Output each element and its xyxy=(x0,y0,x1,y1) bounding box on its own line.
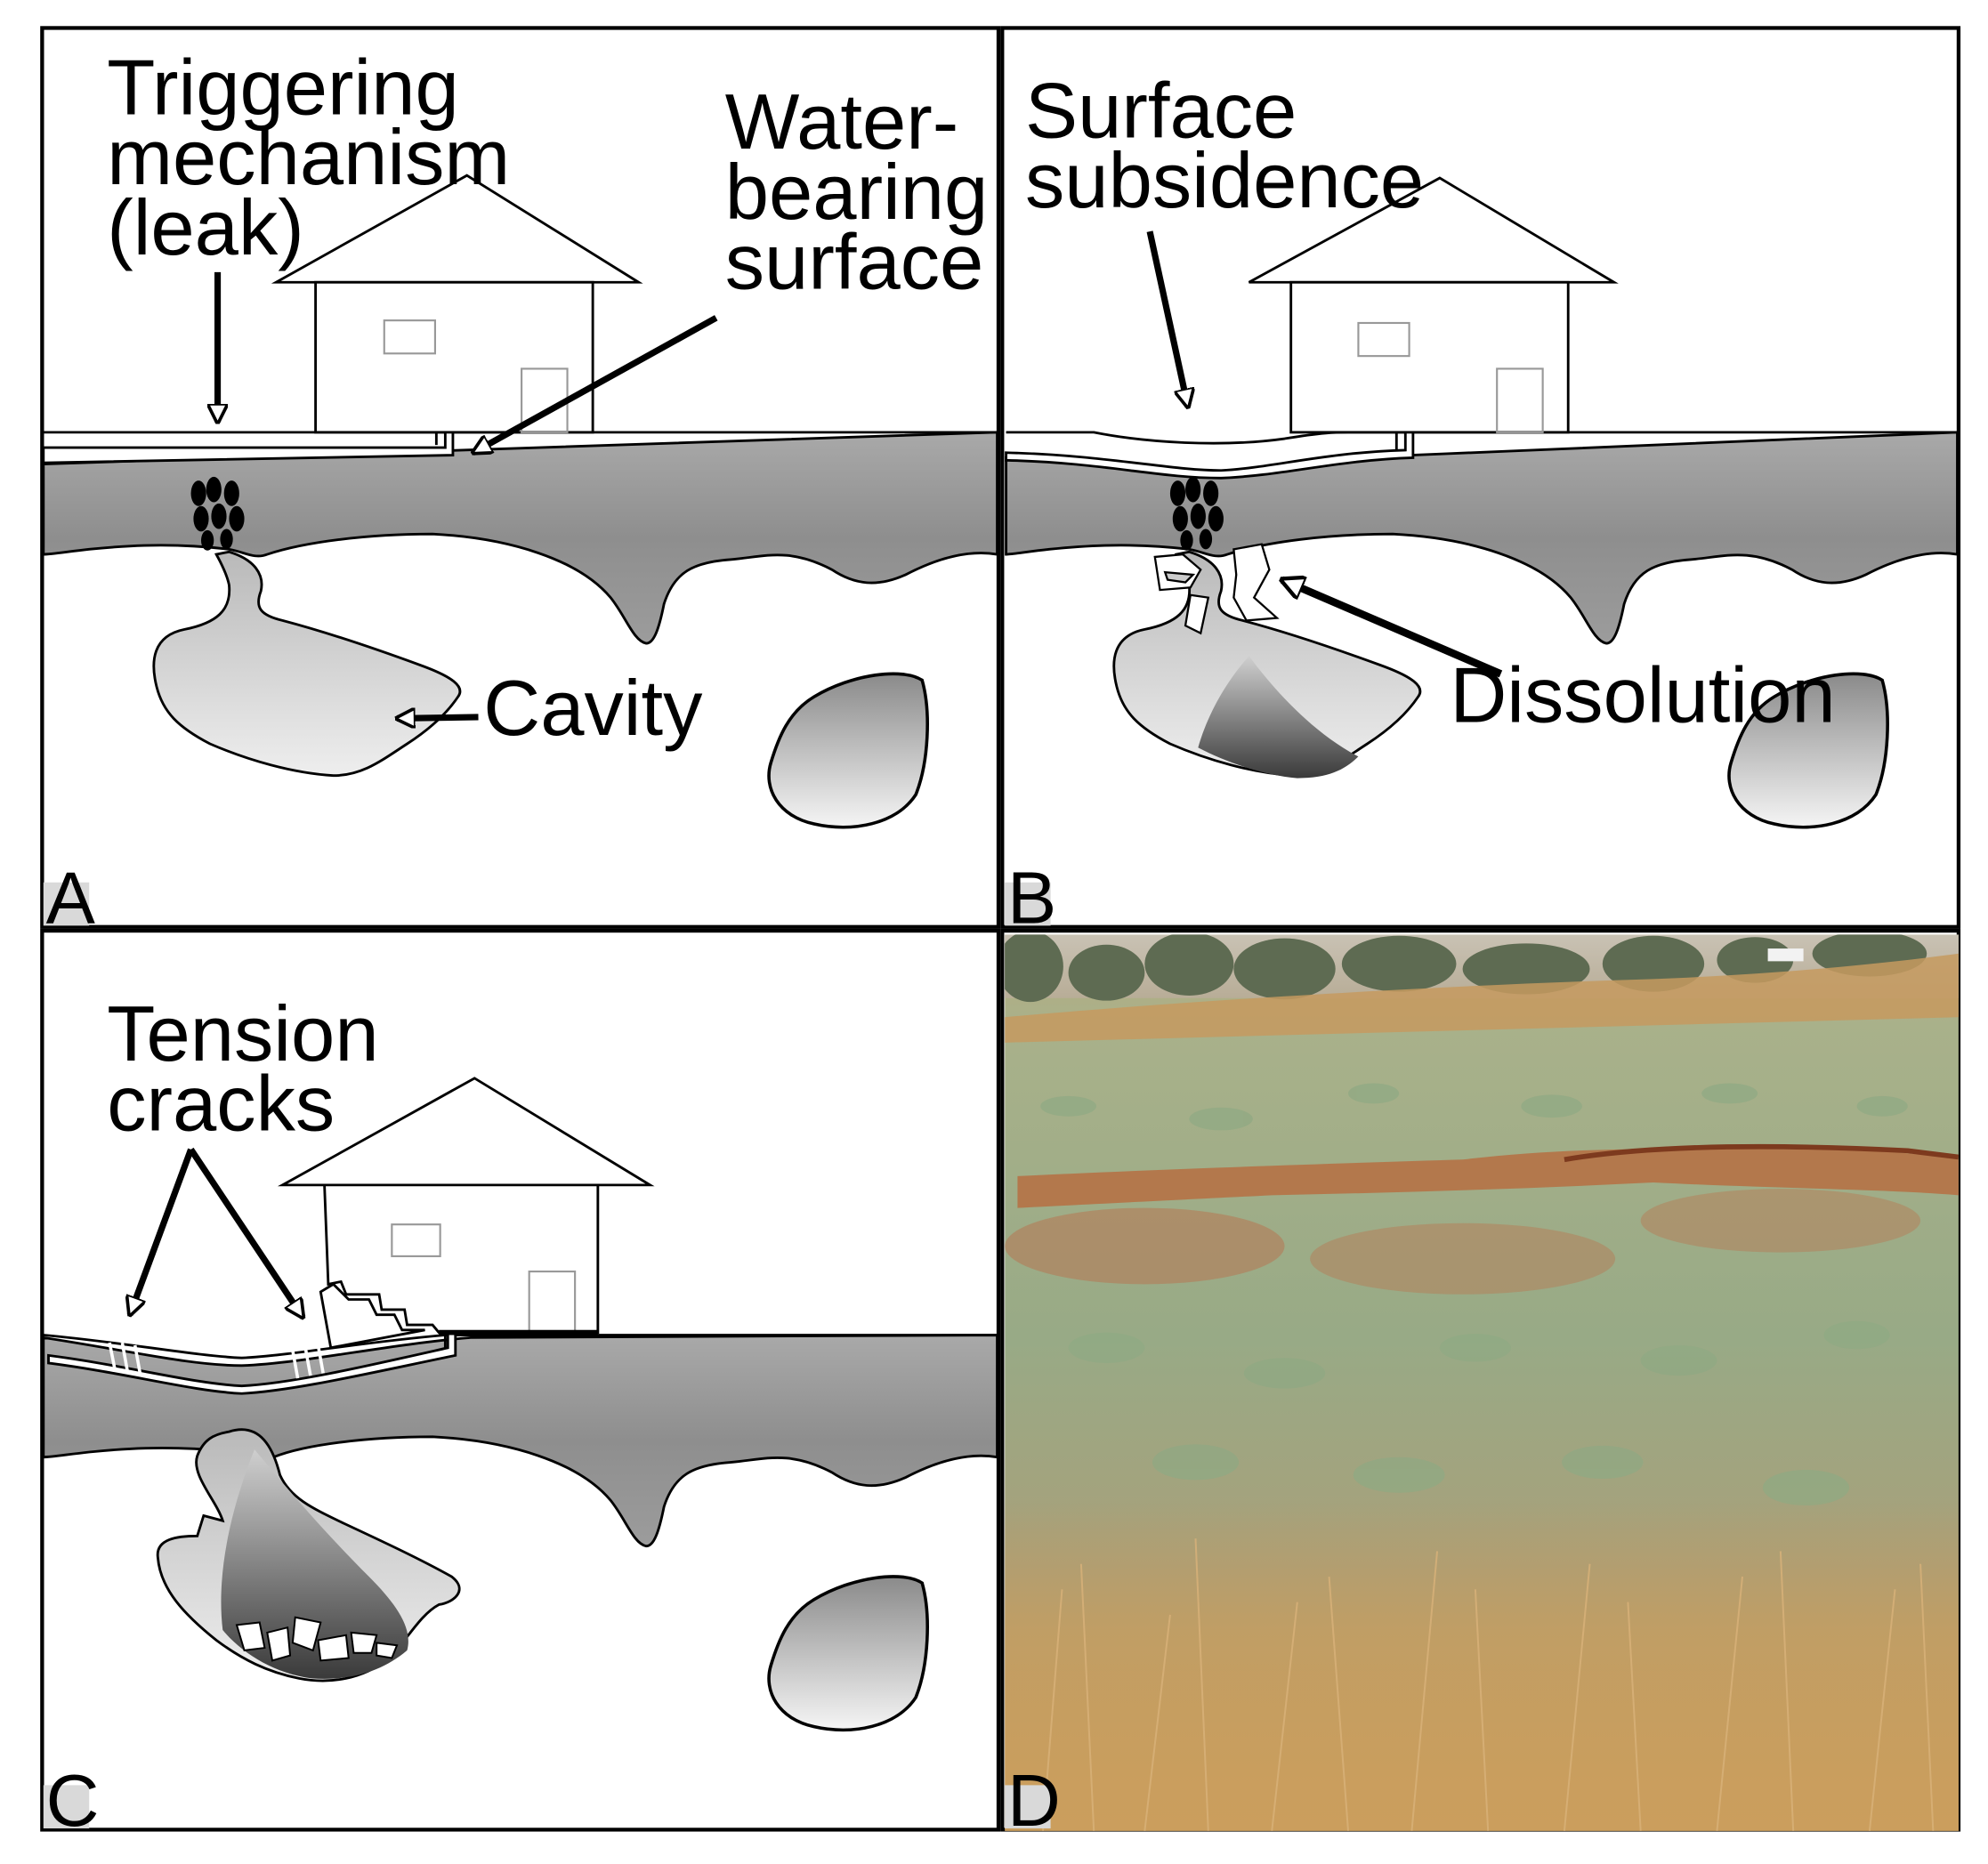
house xyxy=(1248,176,1619,434)
house xyxy=(271,173,643,434)
label-subsidence-line1: Surface xyxy=(1025,66,1297,154)
grass-clumps xyxy=(1040,1083,1908,1506)
panel-d-photo: D xyxy=(1000,928,1961,1842)
tension-crack-marks xyxy=(108,1342,325,1379)
water-drops-icon xyxy=(190,476,245,551)
water-drops-icon xyxy=(1169,476,1224,551)
solution-pocket xyxy=(767,1575,929,1732)
subsidence-arrow xyxy=(1146,230,1188,407)
label-trigger-line1: Triggering xyxy=(107,44,459,132)
label-tension-line2: cracks xyxy=(107,1059,335,1147)
cavity-shape xyxy=(152,550,462,778)
cavity-arrow xyxy=(397,717,479,718)
panel-letter-b: B xyxy=(1007,856,1056,939)
dissolution-fragments xyxy=(1153,543,1280,635)
tension-arrow-left xyxy=(130,1148,194,1315)
panel-letter-a: A xyxy=(46,856,96,939)
panel-a: Triggering mechanism (leak) Water- beari… xyxy=(40,26,1001,939)
label-tension-line1: Tension xyxy=(107,989,378,1077)
subsidence-scarp xyxy=(1017,1148,1959,1208)
label-trigger-line3: (leak) xyxy=(107,183,304,271)
panel-letter-d: D xyxy=(1007,1759,1061,1842)
house xyxy=(277,1077,655,1350)
water-arrow xyxy=(473,315,718,456)
label-water-line3: surface xyxy=(725,217,984,305)
label-dissolution: Dissolution xyxy=(1450,651,1835,739)
solution-pocket xyxy=(767,672,929,829)
collapsed-rubble xyxy=(221,1449,408,1679)
rock-layer xyxy=(42,431,999,645)
label-water-line2: bearing xyxy=(725,148,989,236)
dissolution-arrow xyxy=(1282,580,1503,678)
label-trigger-line2: mechanism xyxy=(107,113,510,201)
collapse-blocks xyxy=(235,1616,399,1662)
panel-b: Surface subsidence Dissolution B xyxy=(1000,26,1961,939)
tension-arrow-right xyxy=(188,1147,303,1318)
label-water-line1: Water- xyxy=(725,77,959,165)
panel-letter-c: C xyxy=(46,1759,100,1842)
label-subsidence-line2: subsidence xyxy=(1025,136,1424,224)
tree-line xyxy=(1005,934,1927,1003)
solution-pocket xyxy=(1727,672,1889,829)
collapsed-rubble xyxy=(1198,656,1359,779)
label-cavity: Cavity xyxy=(483,664,703,752)
panel-c: Tension cracks C xyxy=(40,928,1001,1842)
